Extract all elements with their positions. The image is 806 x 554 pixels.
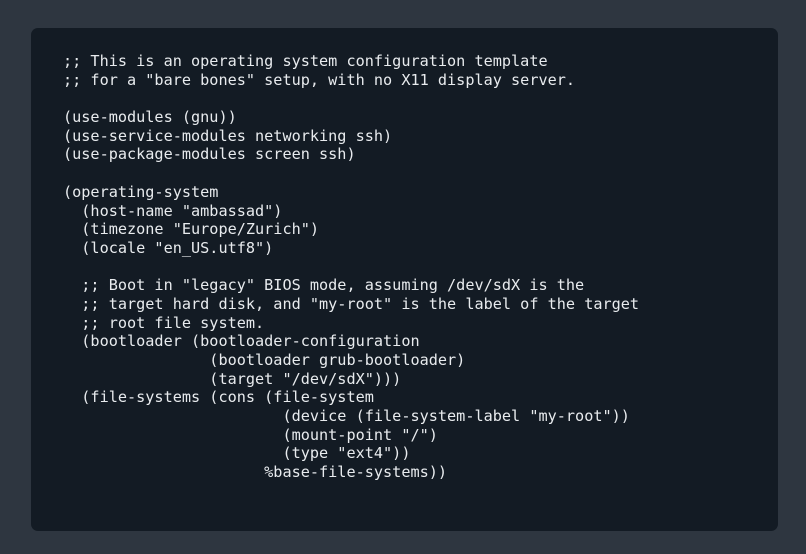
code-line: (mount-point "/")	[63, 425, 438, 444]
code-line: (file-systems (cons (file-system	[63, 388, 374, 407]
code-line: (timezone "Europe/Zurich")	[63, 220, 320, 239]
code-line: (operating-system	[63, 182, 219, 201]
code-line: ;; for a "bare bones" setup, with no X11…	[63, 70, 576, 89]
code-line: ;; root file system.	[63, 313, 265, 332]
code-line: (use-service-modules networking ssh)	[63, 126, 393, 145]
code-line: ;; Boot in "legacy" BIOS mode, assuming …	[63, 276, 585, 295]
code-line	[63, 258, 639, 277]
code-block-panel	[31, 28, 778, 531]
code-line: (host-name "ambassad")	[63, 201, 283, 220]
code-line: (use-modules (gnu))	[63, 108, 237, 127]
code-line: (use-package-modules screen ssh)	[63, 145, 356, 164]
code-line: (bootloader grub-bootloader)	[63, 351, 466, 369]
code-line	[63, 89, 639, 108]
code-line	[63, 164, 639, 183]
code-line: ;; This is an operating system configura…	[63, 52, 548, 70]
code-line: (type "ext4"))	[63, 444, 411, 463]
code-line: ;; target hard disk, and "my-root" is th…	[63, 294, 640, 313]
code-line: (bootloader (bootloader-configuration	[63, 332, 420, 351]
code-line: (device (file-system-label "my-root"))	[63, 407, 630, 426]
code-block: ;; This is an operating system configura…	[63, 52, 639, 482]
code-line: (target "/dev/sdX")))	[63, 369, 402, 388]
code-line: %base-file-systems))	[63, 463, 448, 482]
code-line: (locale "en_US.utf8")	[63, 238, 274, 257]
